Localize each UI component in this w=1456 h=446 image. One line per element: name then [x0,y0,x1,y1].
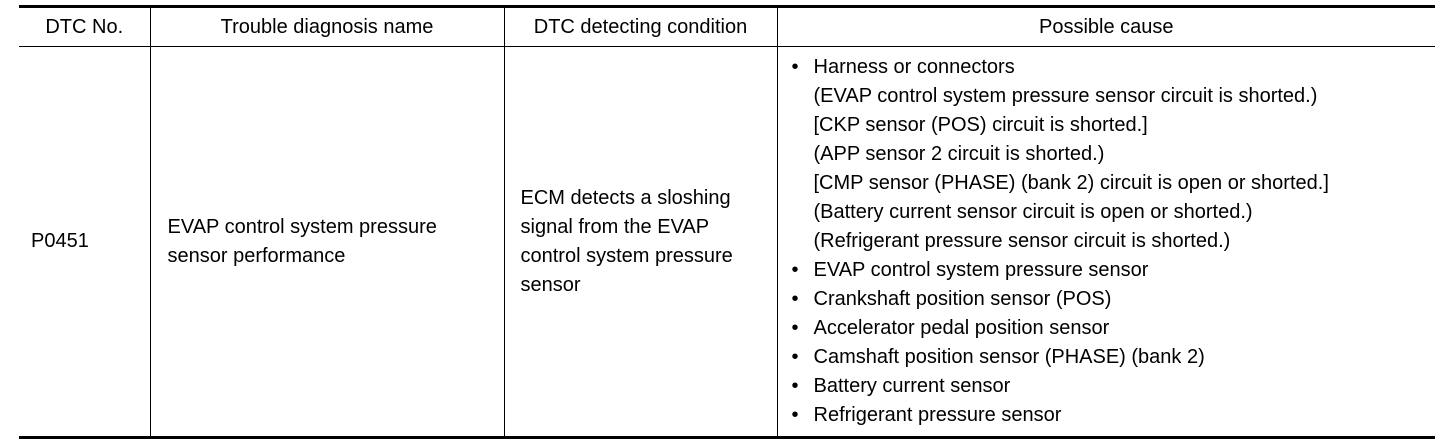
cause-item-text: Harness or connectors [813,56,1015,78]
cause-item: • EVAP control system pressure sensor [792,256,1430,285]
header-detecting-condition: DTC detecting condition [503,5,778,47]
header-dtc-no: DTC No. [19,5,151,47]
cause-detail: [CKP sensor (POS) circuit is shorted.] [813,114,1148,136]
cause-detail: (Refrigerant pressure sensor circuit is … [813,230,1231,252]
cause-detail: (APP sensor 2 circuit is shorted.) [813,143,1105,165]
dtc-table: DTC No. Trouble diagnosis name DTC detec… [19,5,1435,439]
header-row: DTC No. Trouble diagnosis name DTC detec… [19,5,1435,47]
cause-item: • Accelerator pedal position sensor [792,314,1430,343]
header-possible-cause: Possible cause [776,5,1435,47]
cause-item-text: Refrigerant pressure sensor [813,404,1062,426]
cause-item: • Harness or connectors (EVAP control sy… [792,53,1430,256]
cause-item: • Crankshaft position sensor (POS) [792,285,1430,314]
cause-item-text: Camshaft position sensor (PHASE) (bank 2… [813,346,1205,368]
cause-item-text: Accelerator pedal position sensor [813,317,1110,339]
possible-cause-list: • Harness or connectors (EVAP control sy… [792,53,1430,430]
cause-item-text: Battery current sensor [813,375,1011,397]
bullet-icon: • [791,317,799,339]
possible-cause-cell: • Harness or connectors (EVAP control sy… [776,46,1435,439]
bullet-icon: • [791,288,799,310]
cause-item: • Camshaft position sensor (PHASE) (bank… [792,343,1430,372]
diagnosis-name-cell: EVAP control system pressure sensor perf… [149,46,505,439]
detecting-condition-cell: ECM detects a sloshing signal from the E… [503,46,778,439]
cause-detail: (EVAP control system pressure sensor cir… [813,85,1318,107]
cause-item-text: Crankshaft position sensor (POS) [813,288,1112,310]
bullet-icon: • [791,404,799,426]
cause-item-text: EVAP control system pressure sensor [813,259,1149,281]
bullet-icon: • [791,346,799,368]
cause-detail-list: (EVAP control system pressure sensor cir… [814,82,1430,256]
header-trouble-diagnosis-name: Trouble diagnosis name [149,5,505,47]
cause-detail: [CMP sensor (PHASE) (bank 2) circuit is … [813,172,1329,194]
cause-item: • Refrigerant pressure sensor [792,401,1430,430]
table-header: DTC No. Trouble diagnosis name DTC detec… [19,5,1435,47]
bullet-icon: • [791,259,799,281]
dtc-code-cell: P0451 [19,46,151,439]
bullet-icon: • [791,375,799,397]
bullet-icon: • [791,56,799,78]
cause-item: • Battery current sensor [792,372,1430,401]
table-row: P0451 EVAP control system pressure senso… [19,46,1435,439]
cause-detail: (Battery current sensor circuit is open … [813,201,1253,223]
